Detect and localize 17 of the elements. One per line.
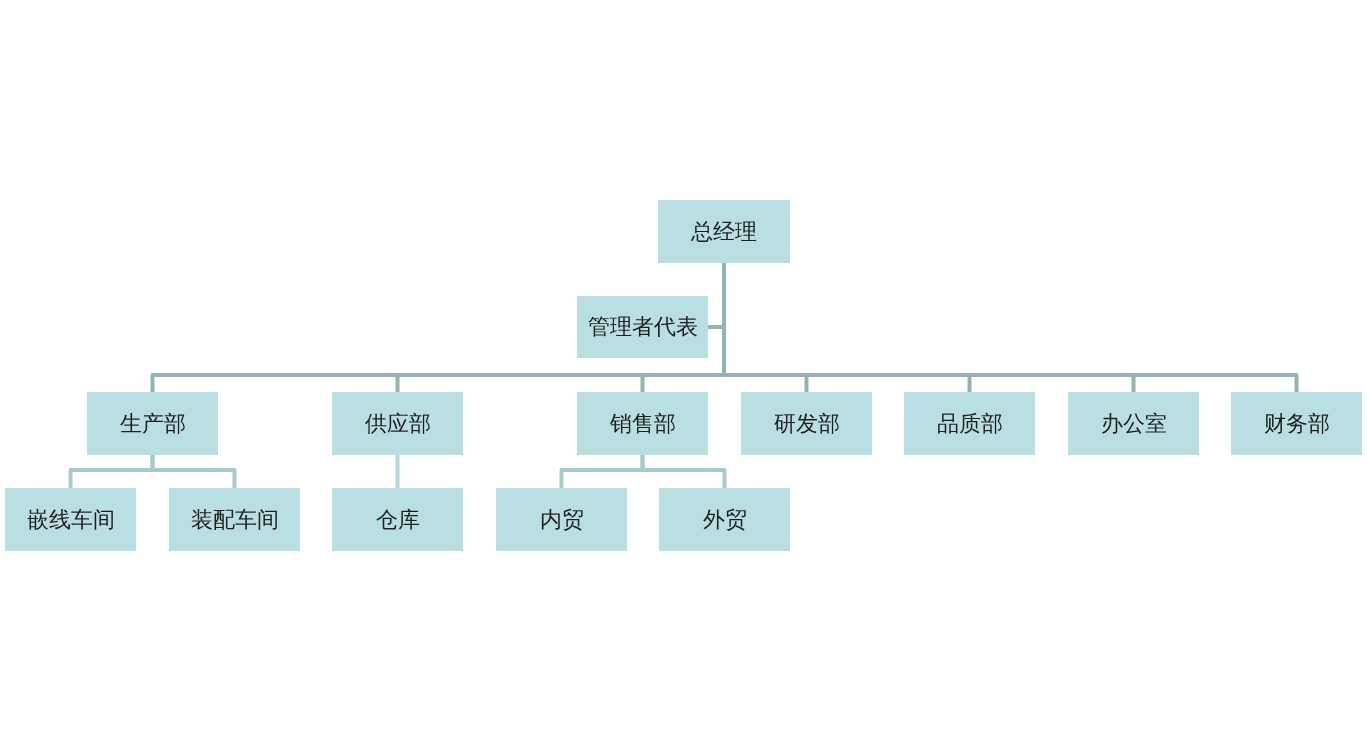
org-box: 研发部 xyxy=(741,392,872,455)
org-box: 办公室 xyxy=(1068,392,1199,455)
org-box: 外贸 xyxy=(659,488,790,551)
org-box: 生产部 xyxy=(87,392,218,455)
org-box: 供应部 xyxy=(332,392,463,455)
org-box: 仓库 xyxy=(332,488,463,551)
connector-line xyxy=(395,455,400,488)
org-box: 销售部 xyxy=(577,392,708,455)
org-box: 装配车间 xyxy=(169,488,300,551)
org-box: 财务部 xyxy=(1231,392,1362,455)
connector-line xyxy=(150,455,237,488)
org-box: 内贸 xyxy=(496,488,627,551)
org-box: 管理者代表 xyxy=(577,296,708,358)
connector-line xyxy=(640,455,727,488)
org-box: 嵌线车间 xyxy=(5,488,136,551)
org-box: 总经理 xyxy=(658,200,790,263)
org-box: 品质部 xyxy=(904,392,1035,455)
